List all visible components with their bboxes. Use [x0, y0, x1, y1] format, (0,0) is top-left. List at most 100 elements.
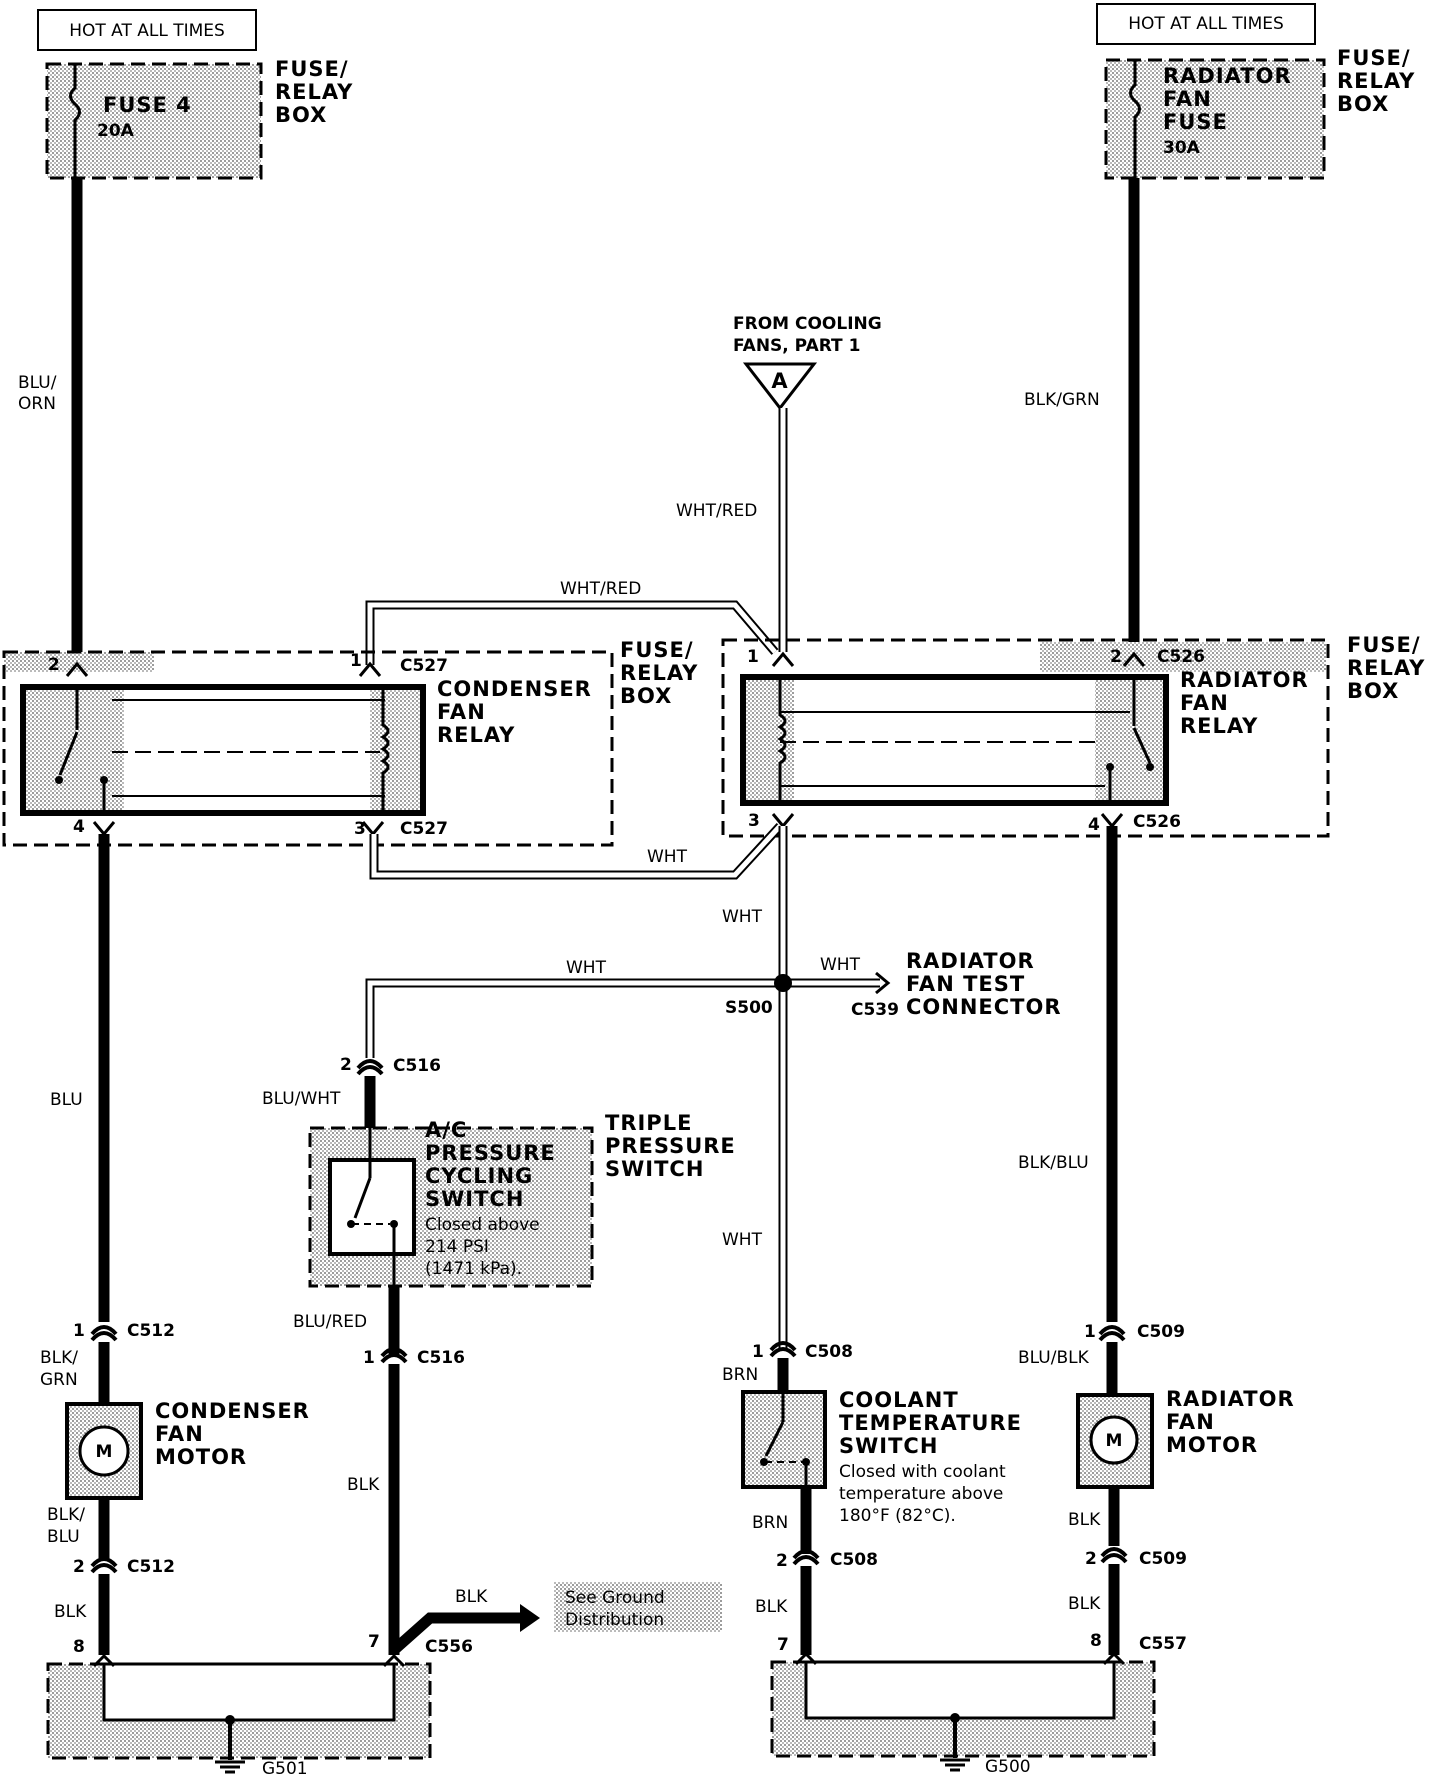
- svg-text:Closed above: Closed above: [425, 1215, 540, 1235]
- wire-blk-ground-branch: [390, 1612, 525, 1655]
- svg-text:CYCLING: CYCLING: [425, 1164, 533, 1188]
- svg-text:A: A: [771, 369, 788, 393]
- svg-text:M: M: [1106, 1431, 1123, 1451]
- svg-text:G500: G500: [985, 1757, 1031, 1776]
- svg-text:SWITCH: SWITCH: [605, 1157, 704, 1181]
- condenser-relay-pin-1: 1: [350, 651, 362, 671]
- coolant-temperature-switch: [741, 1390, 827, 1489]
- svg-text:BOX: BOX: [275, 103, 327, 127]
- svg-text:WHT/RED: WHT/RED: [560, 579, 641, 599]
- svg-text:GRN: GRN: [40, 1370, 78, 1390]
- svg-text:RADIATOR: RADIATOR: [1163, 64, 1292, 88]
- svg-text:RELAY: RELAY: [1180, 714, 1258, 738]
- svg-text:7: 7: [777, 1635, 789, 1655]
- svg-text:G501: G501: [262, 1759, 308, 1776]
- radiator-relay-coil: [777, 676, 787, 804]
- svg-text:TRIPLE: TRIPLE: [605, 1111, 692, 1135]
- svg-text:BOX: BOX: [1347, 679, 1399, 703]
- svg-text:M: M: [96, 1442, 113, 1462]
- left-hot-at-all-times-label: HOT AT ALL TIMES: [37, 9, 257, 51]
- radiator-fan-relay-label: RADIATOR FAN RELAY: [1180, 668, 1309, 738]
- svg-text:RADIATOR: RADIATOR: [1180, 668, 1309, 692]
- svg-text:BLK: BLK: [1068, 1594, 1101, 1614]
- fuse-4-label: FUSE 4: [103, 93, 192, 117]
- radiator-relay-pin-2: 2: [1110, 647, 1122, 667]
- radiator-fan-motor-label: RADIATOR FAN MOTOR: [1166, 1387, 1295, 1457]
- svg-text:1: 1: [752, 1342, 764, 1362]
- svg-text:SWITCH: SWITCH: [425, 1187, 524, 1211]
- svg-text:C557: C557: [1139, 1634, 1187, 1654]
- svg-text:FAN: FAN: [1180, 691, 1229, 715]
- condenser-fan-motor: M: [65, 1402, 143, 1500]
- svg-text:BLK/: BLK/: [40, 1348, 78, 1368]
- svg-text:BLU: BLU: [50, 1090, 83, 1110]
- svg-text:1: 1: [363, 1348, 375, 1368]
- svg-text:FUSE/: FUSE/: [620, 638, 694, 662]
- c527-bottom-label: C527: [400, 819, 448, 839]
- triple-pressure-switch: [308, 1126, 594, 1288]
- condenser-fan-motor-label: CONDENSER FAN MOTOR: [155, 1399, 310, 1469]
- svg-text:See Ground: See Ground: [565, 1588, 665, 1608]
- splice-s500: [774, 974, 792, 992]
- svg-text:PRESSURE: PRESSURE: [605, 1134, 736, 1158]
- svg-text:WHT: WHT: [722, 1230, 763, 1250]
- svg-text:2: 2: [340, 1055, 352, 1075]
- svg-text:C508: C508: [830, 1550, 878, 1570]
- svg-text:BLU: BLU: [47, 1527, 80, 1547]
- c526-top-label: C526: [1157, 647, 1205, 667]
- radiator-fan-test-connector-label: RADIATOR FAN TEST CONNECTOR: [906, 949, 1061, 1019]
- svg-text:BLU/: BLU/: [18, 373, 57, 393]
- svg-text:Closed with coolant: Closed with coolant: [839, 1462, 1006, 1482]
- fuse-4-rating: 20A: [97, 121, 135, 141]
- svg-text:RADIATOR: RADIATOR: [906, 949, 1035, 973]
- svg-text:C556: C556: [425, 1637, 473, 1657]
- svg-text:FUSE: FUSE: [1163, 110, 1228, 134]
- svg-text:2: 2: [1085, 1549, 1097, 1569]
- left-ground-block: [46, 1662, 432, 1760]
- svg-text:TEMPERATURE: TEMPERATURE: [839, 1411, 1022, 1435]
- ground-g500-symbol: [940, 1758, 970, 1772]
- svg-text:PRESSURE: PRESSURE: [425, 1141, 556, 1165]
- radiator-relay-pin-1: 1: [747, 647, 759, 667]
- coolant-temperature-switch-label: COOLANT TEMPERATURE SWITCH Closed with c…: [839, 1388, 1022, 1526]
- svg-text:CONDENSER: CONDENSER: [437, 677, 592, 701]
- svg-text:BLK: BLK: [347, 1475, 380, 1495]
- condenser-relay-pin-4: 4: [73, 817, 85, 837]
- radiator-relay-contact: [1132, 727, 1152, 764]
- svg-text:FAN: FAN: [437, 700, 486, 724]
- svg-text:C516: C516: [393, 1056, 441, 1076]
- svg-text:COOLANT: COOLANT: [839, 1388, 959, 1412]
- svg-text:BLU/BLK: BLU/BLK: [1018, 1348, 1090, 1368]
- svg-text:temperature above: temperature above: [839, 1484, 1003, 1504]
- svg-text:CONDENSER: CONDENSER: [155, 1399, 310, 1423]
- svg-text:RELAY: RELAY: [1347, 656, 1425, 680]
- c539-connector: [875, 971, 891, 995]
- svg-text:WHT/RED: WHT/RED: [676, 501, 757, 521]
- svg-text:FANS, PART 1: FANS, PART 1: [733, 336, 860, 356]
- svg-text:C509: C509: [1139, 1549, 1187, 1569]
- svg-text:C539: C539: [851, 1000, 899, 1020]
- radiator-fan-motor: M: [1076, 1393, 1154, 1489]
- wire-wht-branch: [365, 978, 783, 1058]
- svg-text:1: 1: [1084, 1322, 1096, 1342]
- svg-text:C512: C512: [127, 1321, 175, 1341]
- svg-text:RELAY: RELAY: [275, 80, 353, 104]
- svg-text:FAN TEST: FAN TEST: [906, 972, 1025, 996]
- svg-text:8: 8: [73, 1637, 85, 1657]
- svg-text:MOTOR: MOTOR: [155, 1445, 247, 1469]
- svg-text:RADIATOR: RADIATOR: [1166, 1387, 1295, 1411]
- svg-text:180°F (82°C).: 180°F (82°C).: [839, 1506, 956, 1526]
- svg-text:8: 8: [1090, 1631, 1102, 1651]
- triple-pressure-switch-label: TRIPLE PRESSURE SWITCH: [605, 1111, 736, 1181]
- svg-text:MOTOR: MOTOR: [1166, 1433, 1258, 1457]
- svg-text:7: 7: [368, 1632, 380, 1652]
- ac-pressure-cycling-switch-label: A/C PRESSURE CYCLING SWITCH Closed above…: [425, 1118, 556, 1279]
- svg-text:ORN: ORN: [18, 394, 56, 414]
- svg-text:BRN: BRN: [722, 1365, 758, 1385]
- svg-text:BLK: BLK: [54, 1602, 87, 1622]
- svg-text:RELAY: RELAY: [620, 661, 698, 685]
- svg-text:FUSE/: FUSE/: [1337, 46, 1411, 70]
- svg-text:BOX: BOX: [1337, 92, 1389, 116]
- left-fuse-relay-box-label: FUSE/ RELAY BOX: [275, 57, 353, 127]
